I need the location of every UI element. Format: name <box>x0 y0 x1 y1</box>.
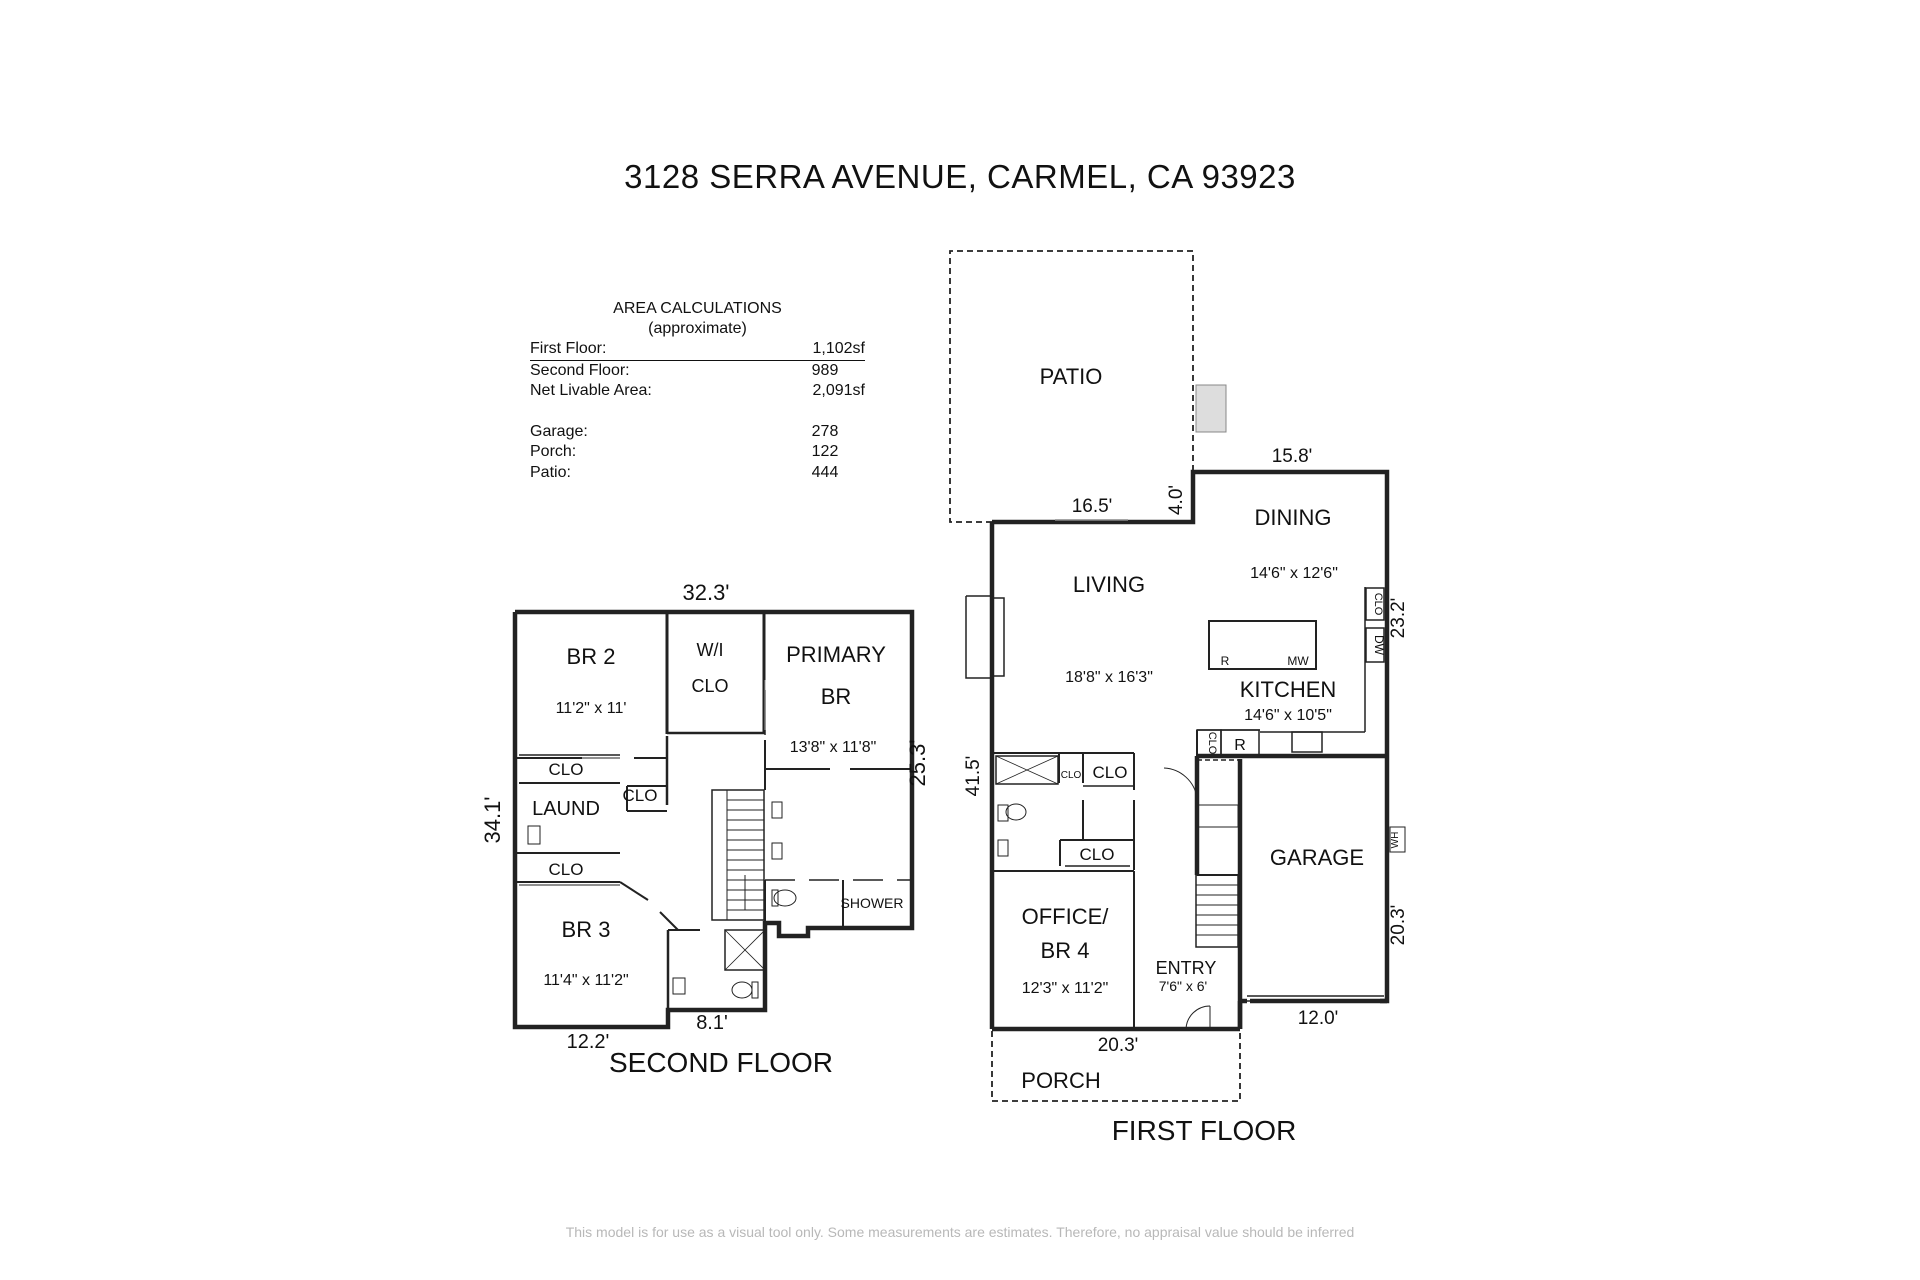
first-floor-label: FIRST FLOOR <box>1112 1115 1297 1146</box>
dining-label: DINING <box>1255 505 1332 530</box>
island-range: R <box>1221 654 1230 668</box>
sf-clo-1: CLO <box>549 760 584 779</box>
sf-dim-top: 32.3' <box>682 580 729 605</box>
ff-dim-right-lower: 20.3' <box>1388 905 1409 946</box>
ff-clo-mid-small: CLO <box>1061 770 1082 781</box>
sf-dim-right: 25.3' <box>905 739 930 786</box>
first-floor-plan <box>949 250 1406 1102</box>
ff-clo-lower: CLO <box>1080 845 1115 864</box>
dining-size: 14'6" x 12'6" <box>1250 565 1338 582</box>
patio-outline <box>949 250 1194 523</box>
entry-label: ENTRY <box>1156 958 1217 978</box>
sf-clo-3: CLO <box>549 860 584 879</box>
dw-label: DW <box>1372 635 1386 656</box>
shower-label: SHOWER <box>841 895 904 911</box>
area-calculations: AREA CALCULATIONS (approximate) First Fl… <box>530 299 865 483</box>
ff-dim-bottom: 20.3' <box>1098 1035 1139 1056</box>
second-floor-outer-wall <box>512 609 915 1030</box>
br3-size: 11'4" x 11'2" <box>543 972 628 989</box>
office-size: 12'3" x 11'2" <box>1022 980 1109 997</box>
entry-size: 7'6" x 6' <box>1159 978 1207 994</box>
laund-label: LAUND <box>532 798 600 820</box>
fridge-r: R <box>1234 737 1246 754</box>
wi-label-1: W/I <box>697 640 724 660</box>
ff-dim-right-upper: 23.2' <box>1388 598 1409 639</box>
patio-label: PATIO <box>1040 364 1103 389</box>
disclaimer: This model is for use as a visual tool o… <box>565 1224 1355 1240</box>
ff-dim-left: 41.5' <box>963 756 984 797</box>
sf-dim-bottom-mid: 8.1' <box>696 1012 728 1034</box>
ff-dim-top-right: 15.8' <box>1272 446 1313 467</box>
wi-label-2: CLO <box>691 676 728 696</box>
br2-label: BR 2 <box>567 644 616 669</box>
plan-title: 3128 SERRA AVENUE, CARMEL, CA 93923 <box>624 158 1296 195</box>
sf-clo-2: CLO <box>623 786 658 805</box>
office-label-2: BR 4 <box>1041 938 1090 963</box>
ff-clo-mid: CLO <box>1093 763 1128 782</box>
sf-dim-bottom-left: 12.2' <box>567 1031 610 1053</box>
area-heading: AREA CALCULATIONS <box>613 300 782 317</box>
area-row-second-floor: Second Floor:989 <box>530 361 839 379</box>
ff-dim-garage-bottom: 12.0' <box>1298 1008 1339 1029</box>
area-row-first-floor: First Floor:1,102sf <box>530 339 865 361</box>
garage-label: GARAGE <box>1270 845 1364 870</box>
primary-label-1: PRIMARY <box>786 642 886 667</box>
area-row-garage: Garage:278 <box>530 422 839 440</box>
ff-dim-patio-edge: 16.5' <box>1072 496 1113 517</box>
sf-dim-left: 34.1' <box>480 796 505 843</box>
br3-label: BR 3 <box>562 917 611 942</box>
office-label-1: OFFICE/ <box>1022 904 1110 929</box>
area-row-patio: Patio:444 <box>530 463 839 481</box>
second-floor-label: SECOND FLOOR <box>609 1047 833 1078</box>
area-subheading: (approximate) <box>648 320 747 337</box>
ff-clo-small: CLO <box>1206 732 1218 755</box>
living-size: 18'8" x 16'3" <box>1065 669 1153 686</box>
ff-dim-jog: 4.0' <box>1166 485 1187 515</box>
kitchen-size: 14'6" x 10'5" <box>1244 707 1332 724</box>
wh-label: WH <box>1390 832 1401 849</box>
area-row-porch: Porch:122 <box>530 443 839 460</box>
br2-size: 11'2" x 11' <box>556 700 627 717</box>
area-row-net-livable: Net Livable Area:2,091sf <box>530 382 865 399</box>
second-floor-plan <box>512 609 915 1030</box>
porch-outline <box>991 1031 1241 1102</box>
primary-label-2: BR <box>821 684 852 709</box>
island-mw: MW <box>1287 654 1309 668</box>
porch-label: PORCH <box>1021 1068 1100 1093</box>
kitchen-label: KITCHEN <box>1240 677 1337 702</box>
ff-clo-kitchen: CLO <box>1372 593 1384 616</box>
living-label: LIVING <box>1073 572 1145 597</box>
primary-size: 13'8" x 11'8" <box>790 739 877 756</box>
